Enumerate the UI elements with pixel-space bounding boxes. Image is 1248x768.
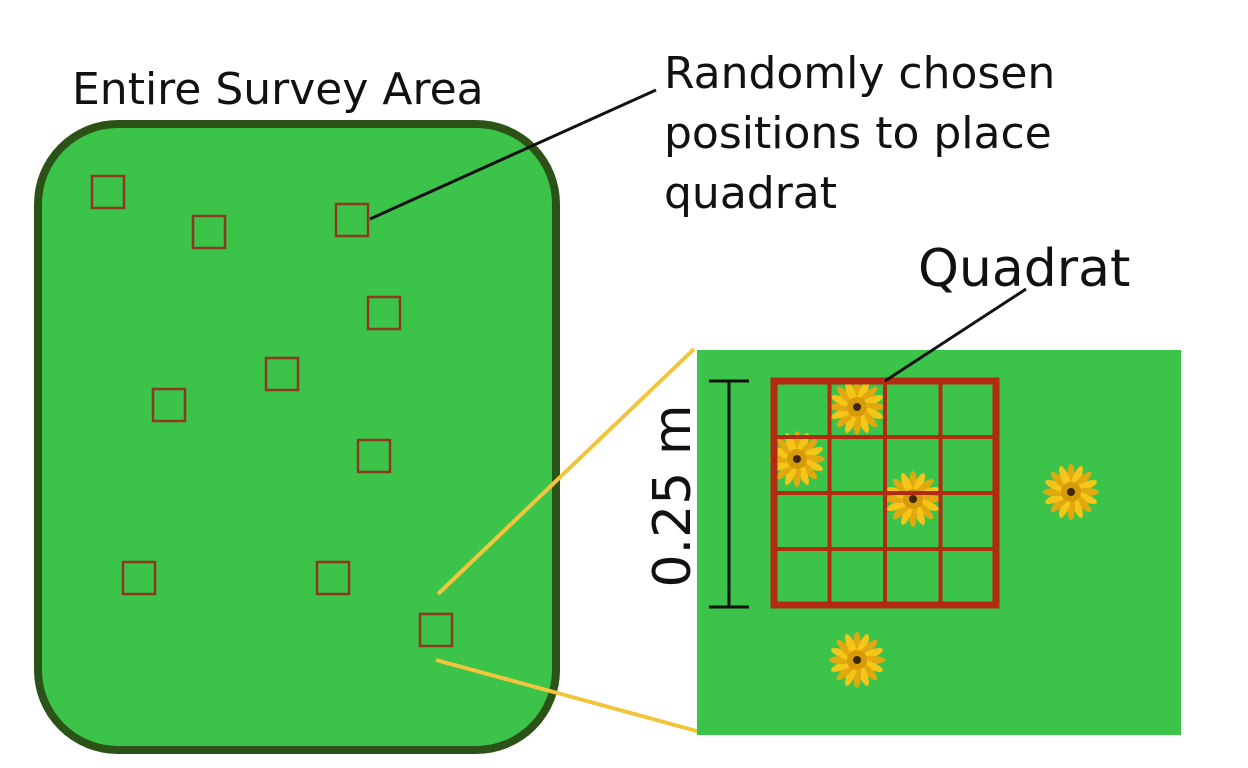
sample-quadrats — [90, 174, 454, 648]
sample-quadrat — [366, 295, 402, 331]
sample-quadrat — [264, 356, 300, 392]
survey-area-label: Entire Survey Area — [72, 64, 484, 115]
dimension-bar — [709, 379, 749, 609]
sample-quadrat — [315, 560, 351, 596]
random-positions-label-line2: positions to place — [664, 108, 1052, 159]
zoom-line-bottom — [435, 658, 705, 735]
flower — [1043, 464, 1099, 520]
flower — [829, 632, 885, 688]
flower-center — [909, 495, 917, 503]
sample-quadrat — [121, 560, 157, 596]
sample-quadrat — [356, 438, 392, 474]
random-positions-label-line1: Randomly chosen — [664, 48, 1055, 99]
sample-quadrat — [90, 174, 126, 210]
flower-center — [1067, 488, 1075, 496]
sample-quadrat — [334, 202, 370, 238]
random-positions-label-line3: quadrat — [664, 168, 837, 219]
quadrat-grid-lines — [774, 381, 996, 605]
flower — [885, 471, 941, 527]
flower-center — [853, 403, 861, 411]
dimension-label: 0.25 m — [643, 405, 703, 588]
survey-area — [34, 120, 560, 754]
flower-center — [793, 455, 801, 463]
sample-quadrat — [191, 214, 227, 250]
flowers — [769, 379, 1099, 688]
leader-line-random-positions — [369, 88, 657, 221]
leader-line-quadrat — [884, 287, 1027, 383]
zoom-line-top — [436, 347, 696, 596]
flower — [829, 379, 885, 435]
quadrat-label: Quadrat — [918, 239, 1130, 299]
flower-center — [853, 656, 861, 664]
sample-quadrat — [151, 387, 187, 423]
sample-quadrat-zoomed — [418, 612, 454, 648]
